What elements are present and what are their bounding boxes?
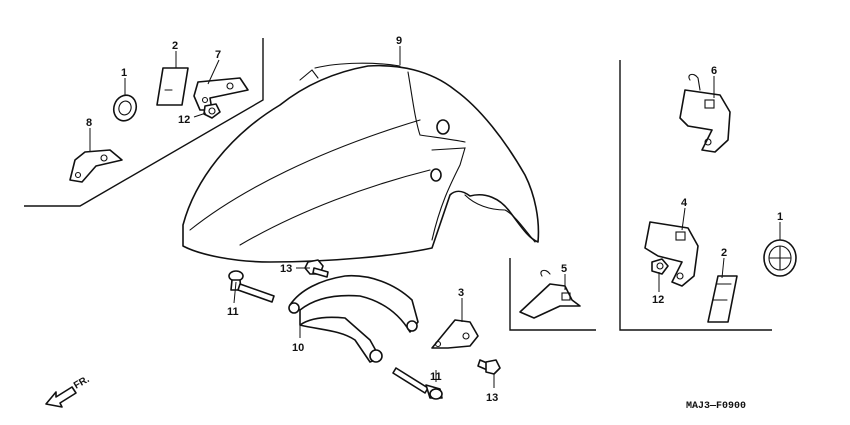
front-fender-part-9 [182, 62, 540, 263]
bracket-part-7 [193, 77, 249, 111]
fender-stay-part-10 [288, 274, 419, 363]
callout-11-left: 11 [227, 306, 239, 318]
bracket-part-5 [519, 269, 581, 319]
callout-8: 8 [86, 117, 92, 129]
callout-7: 7 [215, 49, 221, 61]
inset-frame-top-left [24, 38, 264, 207]
bolt-part-13-top [304, 259, 329, 278]
direction-label: FR. [72, 374, 92, 392]
diagram-code: MAJ3—F0900 [686, 401, 746, 412]
bracket-part-6 [679, 73, 731, 153]
plate-part-2 [156, 67, 189, 106]
bracket-part-4 [644, 221, 699, 287]
bracket-part-3 [431, 319, 479, 349]
callout-12-right: 12 [652, 294, 664, 306]
callout-6: 6 [711, 65, 717, 77]
callout-2-right: 2 [721, 247, 727, 259]
callout-3: 3 [458, 287, 464, 299]
front-direction-arrow: FR. [45, 374, 92, 408]
nut-part-12-top [203, 103, 221, 119]
callout-5: 5 [561, 263, 567, 275]
bolt-part-11-bottom [392, 367, 443, 400]
reflector-round-part-1 [112, 94, 138, 122]
bracket-part-8 [69, 149, 123, 183]
callout-10: 10 [292, 342, 304, 354]
callout-13-top: 13 [280, 263, 292, 275]
callout-4: 4 [681, 197, 688, 209]
leader-lines [89, 46, 781, 388]
reflector-rect-part-2 [707, 275, 738, 323]
reflector-round-part-1-right [763, 239, 797, 277]
callout-2-top: 2 [172, 40, 178, 52]
inset-frame-bracket-5 [509, 258, 596, 331]
nut-part-12-right [651, 258, 669, 275]
bolt-part-13-bottom [477, 359, 501, 375]
callout-12-top: 12 [178, 114, 190, 126]
callout-11-bottom: 11 [430, 371, 442, 383]
callout-9: 9 [396, 35, 402, 47]
callout-13-bottom: 13 [486, 392, 498, 404]
callout-1-right: 1 [777, 211, 783, 223]
inset-frame-right [619, 60, 772, 331]
callout-1-top: 1 [121, 67, 127, 79]
